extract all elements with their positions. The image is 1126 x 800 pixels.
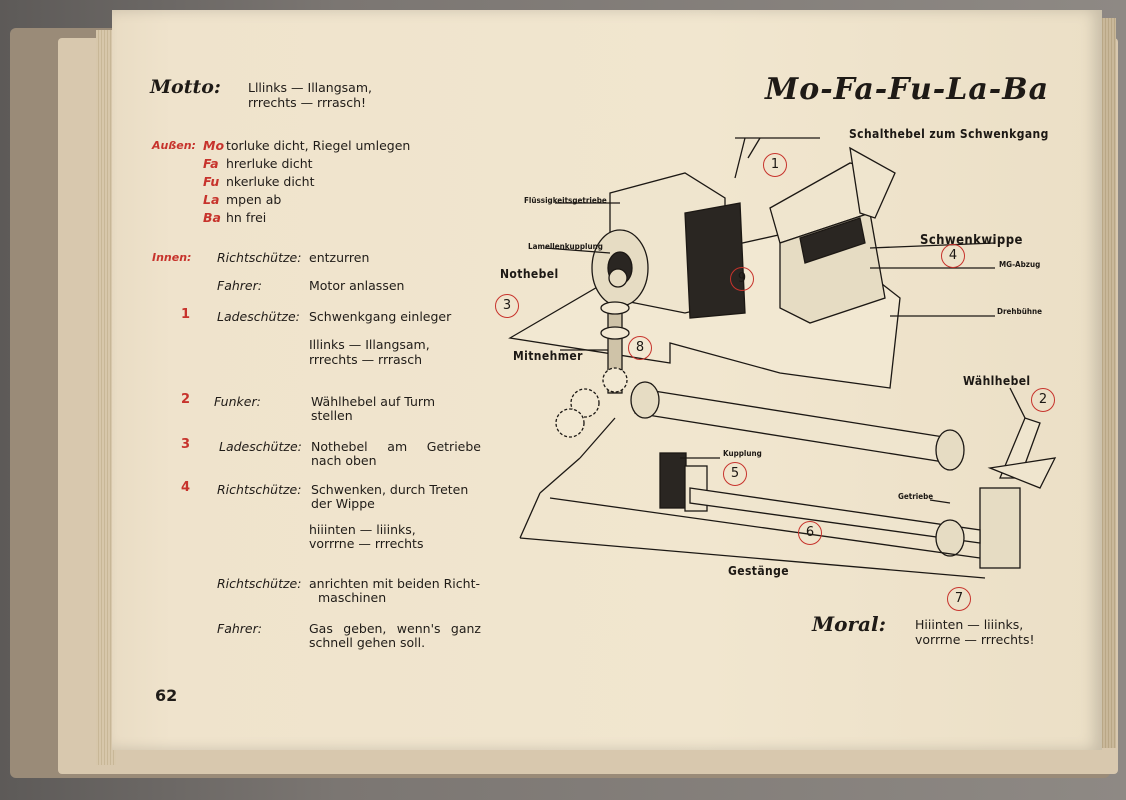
- action-text: Schwenkgang einleger: [309, 309, 452, 324]
- role-label: Fahrer:: [217, 621, 262, 636]
- action-text: Illinks — Illangsam,: [309, 337, 430, 352]
- action-text: Wählhebel auf Turm: [311, 394, 436, 409]
- role-label: Richtschütze:: [217, 482, 302, 497]
- aussen-prefix: La: [203, 192, 220, 207]
- label-schwenkwippe: Schwenkwippe: [920, 233, 1023, 248]
- action-text-cont: vorrrne — rrrechts: [309, 536, 424, 551]
- role-label: Richtschütze:: [217, 576, 302, 591]
- role-label: Richtschütze:: [217, 250, 302, 265]
- step-number: 1: [181, 307, 191, 322]
- aussen-prefix: Mo: [203, 138, 225, 153]
- action-text-cont: maschinen: [318, 590, 387, 605]
- moral-heading: Moral:: [812, 612, 886, 636]
- step-number: 2: [181, 392, 191, 407]
- motto-line-1: Lllinks — Illangsam,: [248, 80, 372, 95]
- page-edges-right: [1100, 18, 1116, 748]
- aussen-text: torluke dicht, Riegel umlegen: [226, 138, 411, 153]
- label-kupplung: Kupplung: [723, 449, 762, 458]
- action-text-cont: der Wippe: [311, 496, 375, 511]
- callout-number: 5: [723, 462, 747, 486]
- role-label: Funker:: [214, 394, 261, 409]
- label-waehlhebel: Wählhebel: [963, 374, 1031, 388]
- role-label: Fahrer:: [217, 278, 262, 293]
- label-fluessigkeitsgetriebe: Flüssigkeitsgetriebe: [524, 196, 607, 205]
- page-title: Mo-Fa-Fu-La-Ba: [765, 72, 1050, 107]
- aussen-text: hrerluke dicht: [226, 156, 313, 171]
- aussen-text: hn frei: [226, 210, 267, 225]
- callout-number: 4: [941, 244, 965, 268]
- step-number: 3: [181, 437, 191, 452]
- callout-number: 1: [763, 153, 787, 177]
- innen-label: Innen:: [152, 251, 192, 264]
- motto-line-2: rrrechts — rrrasch!: [248, 95, 367, 110]
- aussen-label: Außen:: [152, 139, 196, 152]
- role-label: Ladeschütze:: [217, 309, 300, 324]
- turret-traverse-diagram: Schalthebel zum Schwenkgang Flüssigkeits…: [480, 118, 1080, 618]
- step-number: 4: [181, 480, 191, 495]
- callout-number: 7: [947, 587, 971, 611]
- page-edges-left: [96, 30, 116, 765]
- aussen-prefix: Fa: [203, 156, 219, 171]
- aussen-text: nkerluke dicht: [226, 174, 315, 189]
- label-drehbuehne: Drehbühne: [997, 307, 1042, 316]
- action-text: hiiinten — liiinks,: [309, 522, 416, 537]
- moral-line-2: vorrrne — rrrechts!: [915, 632, 1035, 647]
- moral-line-1: Hiiinten — liiinks,: [915, 617, 1024, 632]
- page-number: 62: [155, 686, 178, 705]
- action-text-cont: nach oben: [311, 453, 377, 468]
- label-schalthebel: Schalthebel zum Schwenkgang: [849, 127, 1049, 141]
- label-nothebel: Nothebel: [500, 267, 559, 281]
- label-lamellenkupplung: Lamellenkupplung: [528, 242, 603, 251]
- mechanism-illustration: [508, 137, 1057, 579]
- callout-number: 3: [495, 294, 519, 318]
- action-text: anrichten mit beiden Richt-: [309, 576, 480, 591]
- callout-number: 6: [798, 521, 822, 545]
- label-mg-abzug: MG-Abzug: [999, 260, 1041, 269]
- aussen-prefix: Ba: [203, 210, 221, 225]
- aussen-prefix: Fu: [203, 174, 220, 189]
- callout-number: 8: [628, 336, 652, 360]
- callout-number: 9: [730, 267, 754, 291]
- action-text: entzurren: [309, 250, 370, 265]
- role-label: Ladeschütze:: [219, 439, 302, 454]
- action-text: Nothebel am Getriebe: [311, 439, 481, 454]
- action-text: Gas geben, wenn's ganz: [309, 621, 481, 636]
- label-mitnehmer: Mitnehmer: [513, 349, 583, 363]
- action-text: Schwenken, durch Treten: [311, 482, 469, 497]
- aussen-text: mpen ab: [226, 192, 282, 207]
- action-text-cont: stellen: [311, 408, 353, 423]
- action-text-cont: schnell gehen soll.: [309, 635, 426, 650]
- label-getriebe: Getriebe: [898, 492, 934, 501]
- motto-heading: Motto:: [150, 76, 221, 98]
- label-gestaenge: Gestänge: [728, 564, 789, 578]
- callout-number: 2: [1031, 388, 1055, 412]
- action-text-cont: rrrechts — rrrasch: [309, 352, 422, 367]
- action-text: Motor anlassen: [309, 278, 405, 293]
